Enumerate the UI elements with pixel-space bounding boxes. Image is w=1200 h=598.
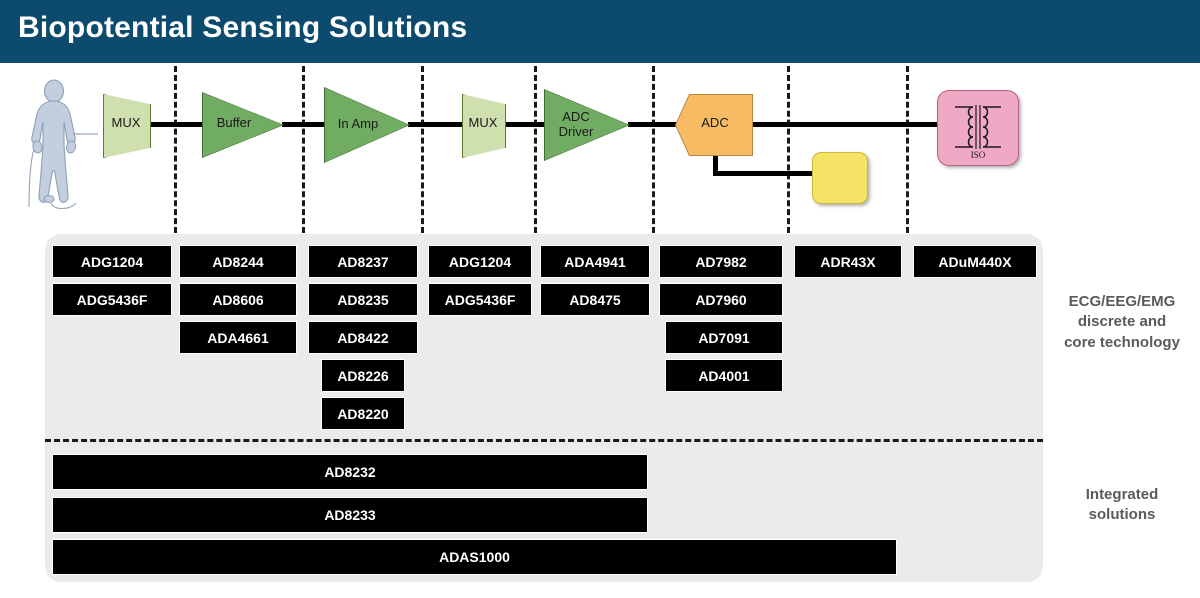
part-chip[interactable]: AD8237 [308, 245, 418, 278]
part-chip[interactable]: ADR43X [794, 245, 902, 278]
part-chip[interactable]: AD7960 [659, 283, 783, 316]
part-chip[interactable]: AD8235 [308, 283, 418, 316]
transformer-icon [955, 105, 1001, 149]
page-header: Biopotential Sensing Solutions [0, 0, 1200, 63]
wire-adcdriver-adc [628, 122, 684, 127]
integrated-part-bar[interactable]: AD8232 [52, 454, 648, 490]
part-chip[interactable]: ADG1204 [428, 245, 532, 278]
part-chip[interactable]: ADG5436F [52, 283, 172, 316]
part-chip[interactable]: ADG5436F [428, 283, 532, 316]
part-chip[interactable]: ADA4941 [540, 245, 650, 278]
part-chip[interactable]: ADuM440X [913, 245, 1037, 278]
signal-chain-diagram: MUX Buffer In Amp MUX ADC Driver ADC [0, 63, 1200, 233]
block-adc[interactable] [676, 95, 752, 155]
human-body-icon [28, 79, 98, 209]
wire-adc-ref-horizontal [713, 171, 817, 176]
part-chip[interactable]: AD8475 [540, 283, 650, 316]
part-chip[interactable]: AD8606 [179, 283, 297, 316]
block-iso[interactable]: ISO [937, 90, 1019, 166]
block-adcdriver[interactable] [545, 90, 629, 160]
part-chip[interactable]: ADA4661 [179, 321, 297, 354]
wire-mux2-adcdriver [500, 122, 546, 127]
part-chip[interactable]: AD8244 [179, 245, 297, 278]
block-adc-outline [675, 94, 753, 156]
part-chip[interactable]: AD8226 [321, 359, 405, 392]
part-chip[interactable]: AD7982 [659, 245, 783, 278]
page-title: Biopotential Sensing Solutions [18, 11, 468, 44]
integrated-part-bar[interactable]: ADAS1000 [52, 539, 897, 575]
block-reference[interactable] [812, 152, 868, 204]
block-mux1[interactable] [103, 94, 151, 158]
block-mux2[interactable] [462, 94, 506, 158]
wire-buffer-inamp [282, 122, 328, 127]
wire-adc-iso [748, 122, 946, 127]
part-chip[interactable]: ADG1204 [52, 245, 172, 278]
block-buffer[interactable] [203, 93, 283, 157]
part-chip[interactable]: AD8220 [321, 397, 405, 430]
wire-mux1-buffer [148, 122, 214, 127]
caption-discrete: ECG/EEG/EMG discrete and core technology [1064, 293, 1180, 351]
wire-adc-ref-vertical [713, 143, 718, 176]
block-iso-label: ISO [970, 150, 986, 160]
block-inamp[interactable] [325, 88, 409, 162]
part-chip[interactable]: AD4001 [665, 359, 783, 392]
wire-inamp-mux2 [408, 122, 464, 127]
integrated-part-bar[interactable]: AD8233 [52, 497, 648, 533]
section-divider [45, 439, 1043, 442]
part-chip[interactable]: AD8422 [308, 321, 418, 354]
part-chip[interactable]: AD7091 [665, 321, 783, 354]
caption-integrated: Integrated solutions [1085, 486, 1159, 524]
